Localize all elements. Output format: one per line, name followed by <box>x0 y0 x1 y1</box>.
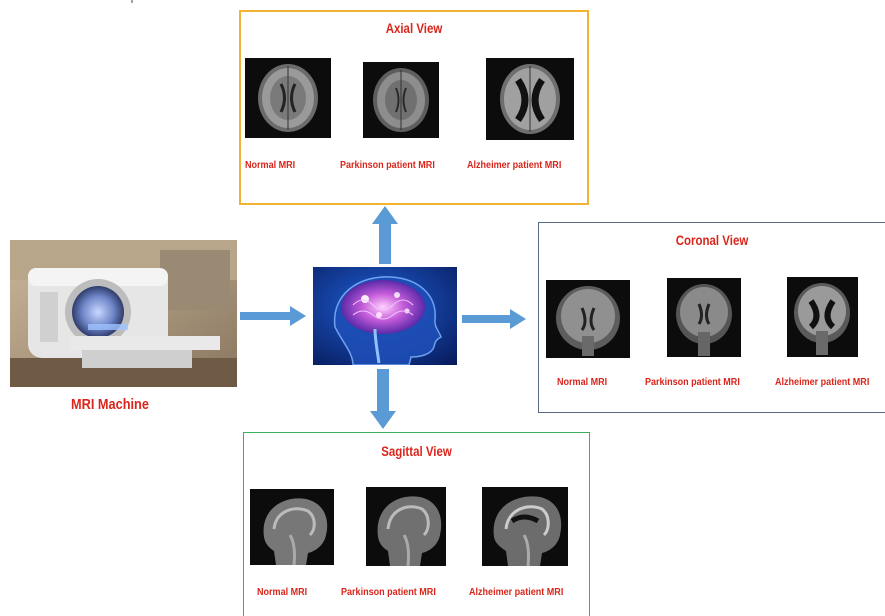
axial-alzheimer-mri-image <box>486 58 574 140</box>
top-partial-text <box>118 0 178 4</box>
coronal-caption-alzheimer: Alzheimer patient MRI <box>775 376 870 388</box>
sagittal-view-title: Sagittal View <box>381 443 452 459</box>
sagittal-alzheimer-mri-image <box>482 487 568 566</box>
arrow-right-icon <box>462 309 526 329</box>
axial-caption-parkinson: Parkinson patient MRI <box>340 159 435 171</box>
sagittal-parkinson-mri-image <box>366 487 446 566</box>
coronal-normal-mri-image <box>546 280 630 358</box>
sagittal-caption-parkinson: Parkinson patient MRI <box>341 586 436 598</box>
arrow-right-icon <box>240 306 306 326</box>
arrow-down-icon <box>370 369 396 429</box>
axial-caption-alzheimer: Alzheimer patient MRI <box>467 159 562 171</box>
coronal-view-title: Coronal View <box>675 232 749 248</box>
sagittal-caption-normal: Normal MRI <box>257 586 308 598</box>
axial-parkinson-mri-image <box>363 62 439 138</box>
brain-head-image <box>313 267 457 366</box>
mri-machine-label: MRI Machine <box>71 396 149 413</box>
sagittal-caption-alzheimer: Alzheimer patient MRI <box>469 586 564 598</box>
axial-view-panel: Axial View Normal MRI Parkinson patient … <box>239 10 589 205</box>
mri-machine-photo <box>10 240 237 387</box>
coronal-caption-normal: Normal MRI <box>557 376 608 388</box>
axial-normal-mri-image <box>245 58 331 138</box>
sagittal-normal-mri-image <box>250 489 334 565</box>
arrow-up-icon <box>372 206 398 264</box>
coronal-parkinson-mri-image <box>667 278 741 357</box>
coronal-view-panel: Coronal View Normal MRI Parkinson patien… <box>538 222 885 413</box>
coronal-alzheimer-mri-image <box>787 277 858 357</box>
coronal-caption-parkinson: Parkinson patient MRI <box>645 376 740 388</box>
axial-caption-normal: Normal MRI <box>245 159 296 171</box>
sagittal-view-panel: Sagittal View Normal MRI Parkinson patie… <box>243 432 590 616</box>
axial-view-title: Axial View <box>385 20 443 36</box>
